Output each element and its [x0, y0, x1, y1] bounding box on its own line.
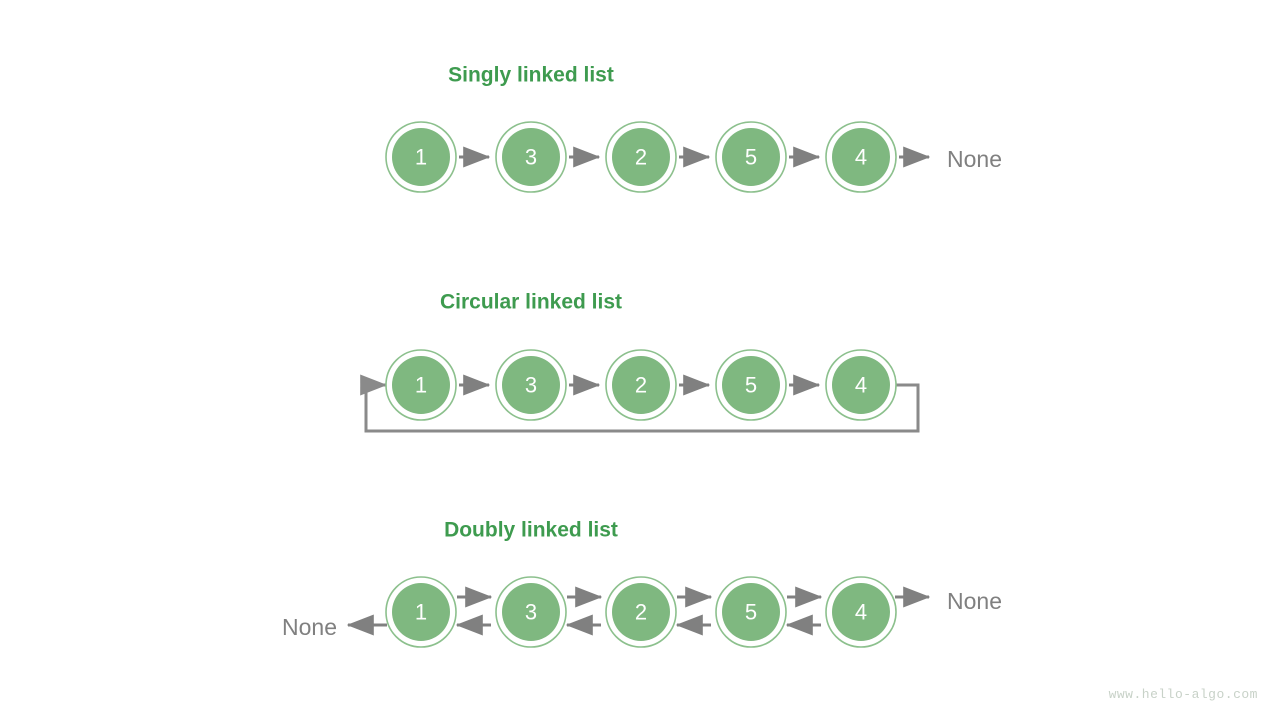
section-title-singly: Singly linked list: [448, 64, 614, 87]
node-body: [832, 128, 890, 186]
node-doubly-2[interactable]: 3: [495, 576, 567, 648]
node-doubly-1[interactable]: 1: [385, 576, 457, 648]
node-value: 4: [855, 600, 867, 625]
node-value: 2: [635, 145, 647, 170]
node-doubly-5[interactable]: 4: [825, 576, 897, 648]
node-body: [722, 128, 780, 186]
node-value: 5: [745, 145, 757, 170]
node-circular-5[interactable]: 4: [825, 349, 897, 421]
node-value: 2: [635, 373, 647, 398]
node-body: [612, 356, 670, 414]
node-circular-3[interactable]: 2: [605, 349, 677, 421]
section-title-circular: Circular linked list: [440, 291, 622, 314]
node-body: [832, 356, 890, 414]
node-value: 1: [415, 145, 427, 170]
site-watermark: www.hello-algo.com: [1108, 687, 1258, 702]
node-circular-1[interactable]: 1: [385, 349, 457, 421]
node-body: [392, 128, 450, 186]
node-body: [502, 583, 560, 641]
node-singly-1[interactable]: 1: [385, 121, 457, 193]
node-value: 3: [525, 145, 537, 170]
node-body: [392, 356, 450, 414]
node-value: 5: [745, 600, 757, 625]
node-value: 2: [635, 600, 647, 625]
section-circular-linked-list: Circular linked list 1 3 2 5: [360, 291, 920, 433]
node-body: [612, 583, 670, 641]
node-value: 3: [525, 373, 537, 398]
node-singly-3[interactable]: 2: [605, 121, 677, 193]
node-value: 4: [855, 373, 867, 398]
node-body: [722, 356, 780, 414]
node-value: 4: [855, 145, 867, 170]
node-value: 3: [525, 600, 537, 625]
node-singly-5[interactable]: 4: [825, 121, 897, 193]
arrow-tail-to-head-loop: [360, 374, 920, 433]
node-doubly-4[interactable]: 5: [715, 576, 787, 648]
section-doubly-linked-list: Doubly linked list 1 3: [282, 519, 1002, 648]
node-body: [612, 128, 670, 186]
node-body: [722, 583, 780, 641]
node-body: [392, 583, 450, 641]
head-none-label-doubly: None: [282, 614, 337, 640]
node-circular-2[interactable]: 3: [495, 349, 567, 421]
node-value: 1: [415, 600, 427, 625]
node-body: [832, 583, 890, 641]
node-circular-4[interactable]: 5: [715, 349, 787, 421]
section-singly-linked-list: Singly linked list 1 3 2 5: [385, 64, 1002, 193]
node-body: [502, 356, 560, 414]
section-title-doubly: Doubly linked list: [444, 519, 618, 542]
tail-none-label-singly: None: [947, 146, 1002, 172]
node-value: 1: [415, 373, 427, 398]
node-doubly-3[interactable]: 2: [605, 576, 677, 648]
node-singly-2[interactable]: 3: [495, 121, 567, 193]
node-value: 5: [745, 373, 757, 398]
tail-none-label-doubly: None: [947, 588, 1002, 614]
node-body: [502, 128, 560, 186]
node-singly-4[interactable]: 5: [715, 121, 787, 193]
